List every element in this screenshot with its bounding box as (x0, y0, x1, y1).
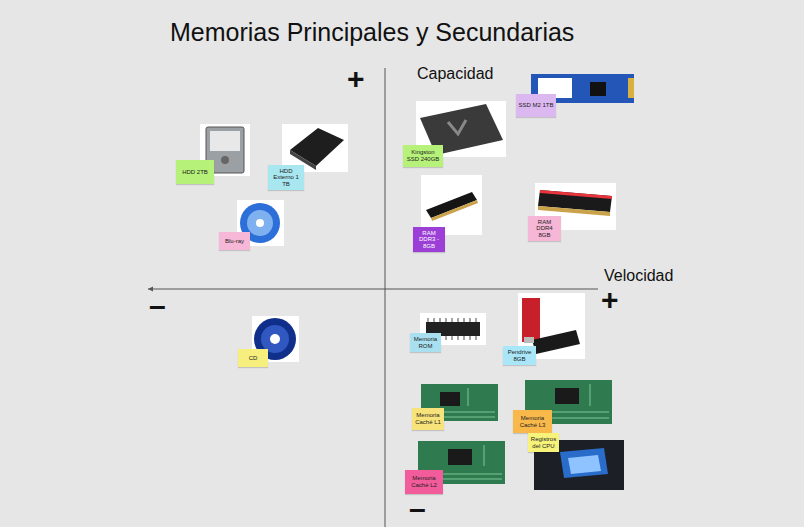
note-text: Registros del CPU (530, 436, 557, 449)
note-text: Memoria Caché L2 (407, 475, 441, 488)
note-text: Kingston SSD 240GB (405, 149, 441, 162)
sticky-note: Kingston SSD 240GB (403, 145, 443, 167)
axis-sign: – (409, 494, 426, 524)
note-text: Memoria Caché L1 (414, 412, 442, 425)
note-text: Memoria ROM (412, 336, 439, 349)
title: Memorias Principales y Secundarias (170, 18, 574, 47)
sticky-note: Pendrive 8GB (503, 346, 536, 365)
sticky-note: Memoria ROM (410, 333, 441, 352)
note-text: Pendrive 8GB (505, 349, 534, 362)
note-text: CD (249, 355, 258, 362)
axis-sign: – (149, 291, 166, 321)
sticky-note: SSD M2 1TB (516, 94, 556, 117)
sticky-note: Registros del CPU (528, 433, 559, 452)
sticky-note: Blu-ray (219, 232, 250, 250)
vertical-axis (385, 68, 386, 527)
sticky-note: Memoria Caché L1 (412, 408, 444, 430)
axis-sign: + (601, 285, 619, 315)
horizontal-axis (148, 289, 598, 290)
sticky-note: CD (238, 349, 268, 367)
note-text: HDD 2TB (182, 169, 208, 176)
axis-label: Capacidad (417, 66, 494, 82)
sticky-note: RAM DDR3 - 8GB (413, 227, 445, 252)
note-text: SSD M2 1TB (518, 102, 553, 109)
note-text: RAM DDR3 - 8GB (415, 230, 443, 250)
axis-label: Velocidad (604, 268, 673, 284)
sticky-note: RAM DDR4 8GB (528, 216, 561, 241)
note-text: RAM DDR4 8GB (530, 219, 559, 239)
note-text: HDD Externo 1 TB (270, 168, 302, 188)
sticky-note: HDD 2TB (176, 160, 214, 184)
sticky-note: Memoria Caché L3 (513, 410, 552, 433)
note-text: Memoria Caché L3 (515, 415, 550, 428)
sticky-note: HDD Externo 1 TB (268, 165, 304, 190)
note-text: Blu-ray (225, 238, 244, 245)
ram-ddr3-picture (421, 175, 482, 235)
axis-sign: + (347, 64, 365, 94)
sticky-note: Memoria Caché L2 (405, 470, 443, 494)
